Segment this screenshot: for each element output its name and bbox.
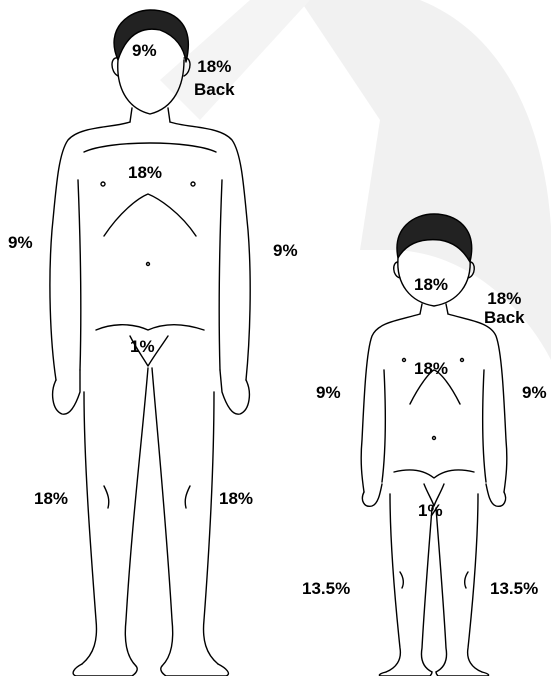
adult-leg-left (82, 368, 148, 666)
adult-leg-left-label: 18% (34, 490, 68, 508)
adult-head-label: 9% (132, 42, 157, 60)
child-chest-label: 18% (414, 360, 448, 378)
adult-back-word: Back (194, 81, 235, 99)
adult-back-label: 18% Back (194, 58, 235, 99)
child-leg-left (386, 494, 432, 672)
child-hair (397, 214, 472, 262)
child-leg-right (436, 494, 482, 672)
adult-arm-left-label: 9% (8, 234, 33, 252)
child-back-word: Back (484, 309, 525, 327)
adult-leg-right (152, 368, 218, 666)
child-leg-left-label: 13.5% (302, 580, 350, 598)
child-hand-left (362, 484, 382, 506)
child-arm-right-label: 9% (522, 384, 547, 402)
child-back-label: 18% Back (484, 290, 525, 327)
adult-chest-label: 18% (128, 164, 162, 182)
child-groin-label: 1% (418, 502, 443, 520)
adult-arm-right-label: 9% (273, 242, 298, 260)
adult-back-percent: 18% (194, 58, 235, 76)
child-foot-right (436, 672, 489, 676)
adult-foot-left (73, 664, 137, 676)
child-head-label: 18% (414, 276, 448, 294)
adult-head (118, 60, 184, 114)
child-hand-right (486, 484, 506, 506)
adult-hand-left (53, 370, 80, 414)
adult-foot-right (161, 664, 229, 676)
child-arm-left-label: 9% (316, 384, 341, 402)
adult-leg-right-label: 18% (219, 490, 253, 508)
adult-hand-right (220, 370, 249, 414)
child-foot-left (379, 672, 432, 676)
child-leg-right-label: 13.5% (490, 580, 538, 598)
adult-groin-label: 1% (130, 338, 155, 356)
child-back-percent: 18% (484, 290, 525, 308)
